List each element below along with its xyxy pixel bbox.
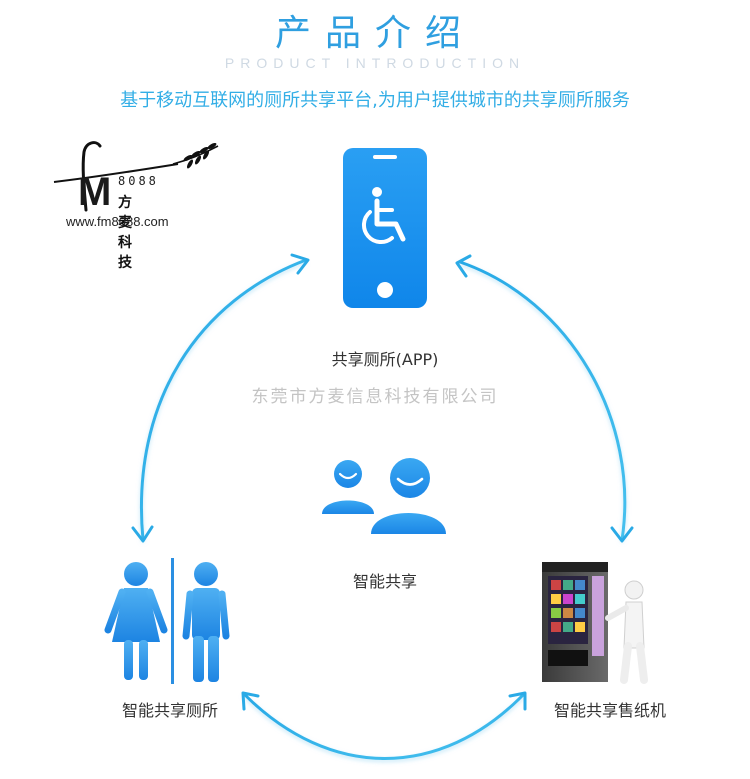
- logo-name: 方麦科技: [118, 195, 132, 271]
- page-title: 产品介绍: [274, 13, 475, 54]
- restroom-icon: [104, 558, 230, 684]
- phone-icon: [343, 148, 427, 308]
- label-app: 共享厕所(APP): [331, 350, 439, 369]
- label-toilet: 智能共享厕所: [121, 701, 218, 720]
- arrow-toilet-to-vending: [242, 692, 526, 760]
- label-vending: 智能共享售纸机: [553, 701, 666, 720]
- intro-text: 基于移动互联网的厕所共享平台,为用户提供城市的共享厕所服务: [120, 90, 630, 111]
- logo-letter: M: [78, 170, 112, 214]
- page-subtitle-en: PRODUCT INTRODUCTION: [224, 55, 526, 71]
- arrow-app-to-toilet: [140, 258, 307, 541]
- logo-number: 8088: [118, 174, 159, 188]
- logo-url: www.fm8088.com: [66, 214, 169, 229]
- label-center: 智能共享: [352, 572, 417, 591]
- arrow-app-to-vending: [459, 260, 627, 541]
- logo-f-icon: [53, 141, 219, 212]
- watermark-text: 东莞市方麦信息科技有限公司: [251, 387, 499, 407]
- vending-machine-icon: [542, 562, 648, 684]
- people-icon: [322, 458, 446, 534]
